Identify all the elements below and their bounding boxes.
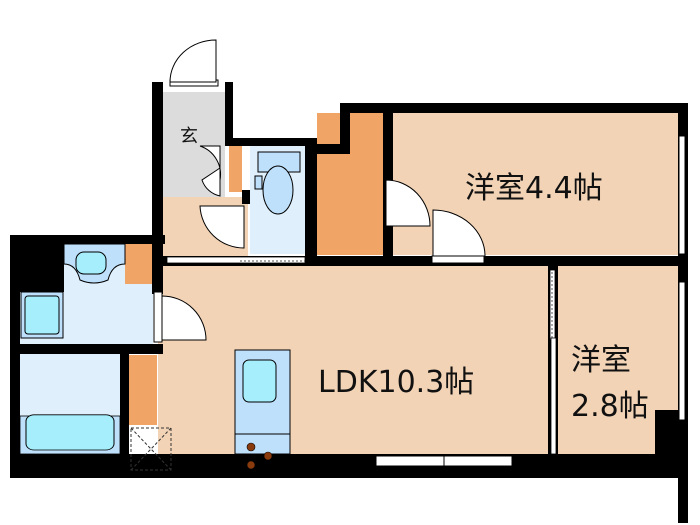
wall bbox=[10, 235, 165, 244]
kitchen-counter-icon bbox=[234, 349, 291, 470]
label-western-2-8-line2: 2.8帖 bbox=[571, 389, 649, 424]
wall bbox=[242, 190, 250, 204]
wall bbox=[10, 454, 688, 478]
wall bbox=[225, 138, 315, 146]
wall bbox=[317, 144, 350, 154]
closet-entrance bbox=[229, 146, 242, 192]
closet-main bbox=[317, 113, 383, 255]
wall bbox=[340, 103, 350, 153]
label-ldk: LDK10.3帖 bbox=[318, 365, 475, 400]
wall bbox=[10, 344, 163, 354]
room-ldk bbox=[158, 266, 550, 454]
wall bbox=[655, 410, 688, 478]
wall bbox=[225, 82, 233, 144]
wall bbox=[152, 82, 163, 258]
wall bbox=[340, 103, 688, 113]
washbasin-icon bbox=[63, 243, 126, 284]
wall bbox=[10, 235, 20, 477]
wall bbox=[152, 256, 688, 266]
refrigerator-space-icon bbox=[130, 427, 172, 471]
label-western-2-8-line1: 洋室 bbox=[571, 343, 631, 378]
label-entrance: 玄 bbox=[180, 126, 198, 147]
washing-machine-icon bbox=[20, 291, 64, 339]
wall bbox=[305, 138, 317, 256]
toilet-icon bbox=[254, 151, 301, 215]
wall bbox=[152, 244, 163, 294]
label-western-4-4: 洋室4.4帖 bbox=[465, 171, 603, 206]
closet-ldk bbox=[129, 355, 157, 425]
wall bbox=[20, 244, 64, 292]
wall bbox=[120, 354, 129, 478]
entrance-door-icon bbox=[169, 39, 219, 87]
closet-washroom bbox=[125, 244, 153, 284]
bathtub-icon bbox=[19, 414, 121, 455]
